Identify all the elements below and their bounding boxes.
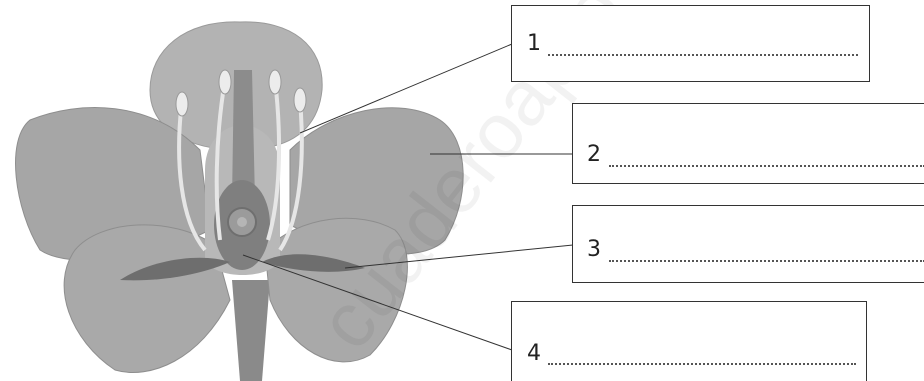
leader-line-3	[344, 244, 574, 269]
label-number-1: 1	[527, 31, 541, 56]
anther-4	[293, 87, 307, 113]
filament-1	[177, 99, 207, 252]
sepal-right	[262, 254, 365, 272]
label-number-4: 4	[527, 341, 541, 366]
label-number-3: 3	[587, 237, 601, 262]
label-box-2: 2	[572, 103, 924, 184]
filament-2	[214, 79, 227, 241]
answer-line-1[interactable]	[548, 54, 858, 56]
label-box-1: 1	[511, 5, 870, 82]
answer-line-2[interactable]	[609, 165, 924, 167]
petal-bottom-right	[264, 217, 408, 363]
label-number-2: 2	[587, 142, 601, 167]
filament-4	[278, 99, 304, 252]
ovule-center	[237, 217, 247, 227]
anther-2	[218, 69, 232, 95]
sepal-left	[120, 257, 230, 281]
answer-line-4[interactable]	[548, 363, 856, 365]
answer-line-3[interactable]	[609, 260, 924, 262]
leader-line-1	[299, 43, 513, 134]
label-box-3: 3	[572, 205, 924, 283]
leader-line-4	[242, 254, 513, 351]
filament-3	[266, 79, 282, 241]
anther-1	[175, 91, 189, 117]
stem	[232, 280, 270, 381]
anther-3	[268, 69, 282, 95]
style	[232, 70, 255, 200]
label-box-4: 4	[511, 301, 867, 381]
